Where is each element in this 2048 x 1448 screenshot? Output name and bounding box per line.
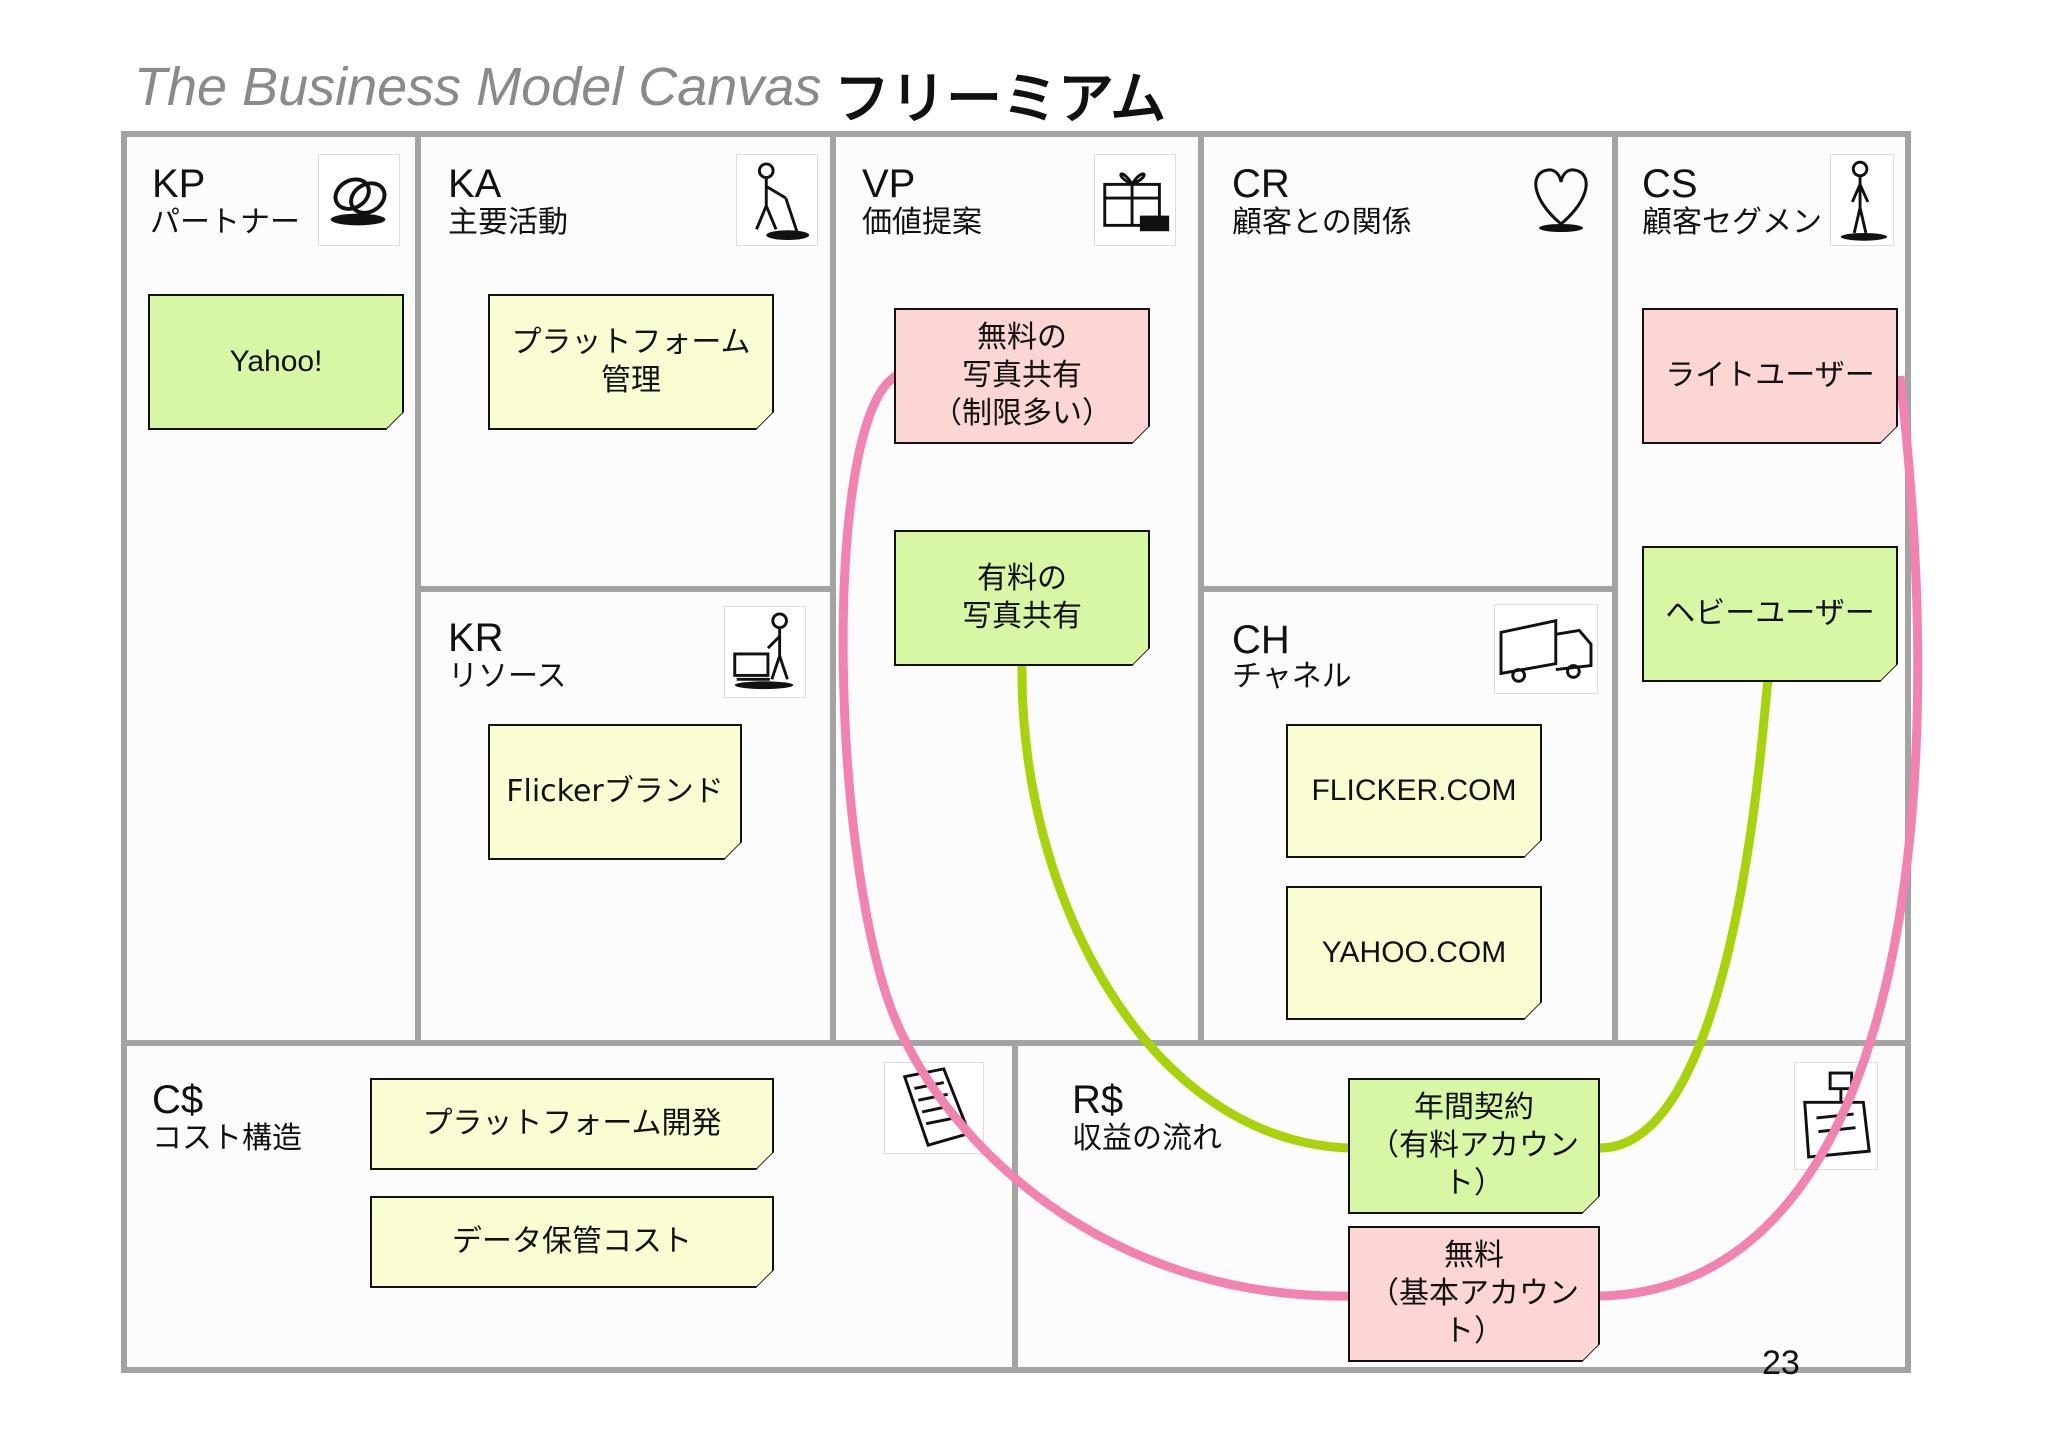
note-cost-storage: データ保管コスト xyxy=(370,1196,774,1288)
kp-code: KP xyxy=(152,162,206,206)
chain-links-icon xyxy=(318,154,400,246)
ka-name: 主要活動 xyxy=(448,205,568,240)
cash-register-icon xyxy=(1794,1062,1878,1170)
cost-code: C$ xyxy=(152,1078,204,1122)
note-vp-free: 無料の 写真共有 （制限多い） xyxy=(894,308,1150,444)
canvas-title: The Business Model Canvas xyxy=(134,57,822,117)
divider-ka-kr xyxy=(421,586,830,592)
note-ch-flicker: FLICKER.COM xyxy=(1286,724,1542,858)
receipt-icon xyxy=(884,1062,984,1154)
heart-icon xyxy=(1520,154,1602,246)
cr-name: 顧客との関係 xyxy=(1232,205,1412,240)
ka-code: KA xyxy=(448,162,502,206)
cs-name: 顧客セグメント xyxy=(1642,205,1852,240)
revenue-name: 収益の流れ xyxy=(1072,1121,1222,1156)
divider-cost-revenue xyxy=(1012,1046,1018,1367)
divider-cr-cs xyxy=(1612,137,1618,1043)
note-rev-annual: 年間契約 （有料アカウント） xyxy=(1348,1078,1600,1214)
revenue-code: R$ xyxy=(1072,1078,1124,1122)
note-cs-heavy: ヘビーユーザー xyxy=(1642,546,1898,682)
note-cs-light: ライトユーザー xyxy=(1642,308,1898,444)
divider-kp-ka xyxy=(415,137,421,1043)
cr-code: CR xyxy=(1232,162,1290,206)
ch-name: チャネル xyxy=(1232,659,1352,694)
ch-code: CH xyxy=(1232,618,1290,662)
divider-cr-ch xyxy=(1204,586,1612,592)
note-kp-yahoo: Yahoo! xyxy=(148,294,404,430)
delivery-truck-icon xyxy=(1494,604,1598,694)
gift-box-icon xyxy=(1094,154,1176,246)
divider-ka-vp xyxy=(830,137,836,1043)
note-vp-paid: 有料の 写真共有 xyxy=(894,530,1150,666)
note-ch-yahoo: YAHOO.COM xyxy=(1286,886,1542,1020)
standing-person-icon xyxy=(1830,154,1894,246)
kr-code: KR xyxy=(448,616,504,660)
note-ka-platform: プラットフォーム 管理 xyxy=(488,294,774,430)
note-rev-free: 無料 （基本アカウント） xyxy=(1348,1226,1600,1362)
person-with-machine-icon xyxy=(724,606,806,698)
cost-name: コスト構造 xyxy=(152,1121,302,1156)
page-number: 23 xyxy=(1762,1344,1800,1382)
kr-name: リソース xyxy=(448,659,567,694)
kp-name: パートナー xyxy=(150,205,300,240)
model-title: フリーミアム xyxy=(834,67,1167,132)
note-cost-dev: プラットフォーム開発 xyxy=(370,1078,774,1170)
vp-name: 価値提案 xyxy=(862,205,982,240)
note-kr-brand: Flickerブランド xyxy=(488,724,742,860)
vp-code: VP xyxy=(862,162,916,206)
worker-icon xyxy=(736,154,818,246)
cs-code: CS xyxy=(1642,162,1698,206)
